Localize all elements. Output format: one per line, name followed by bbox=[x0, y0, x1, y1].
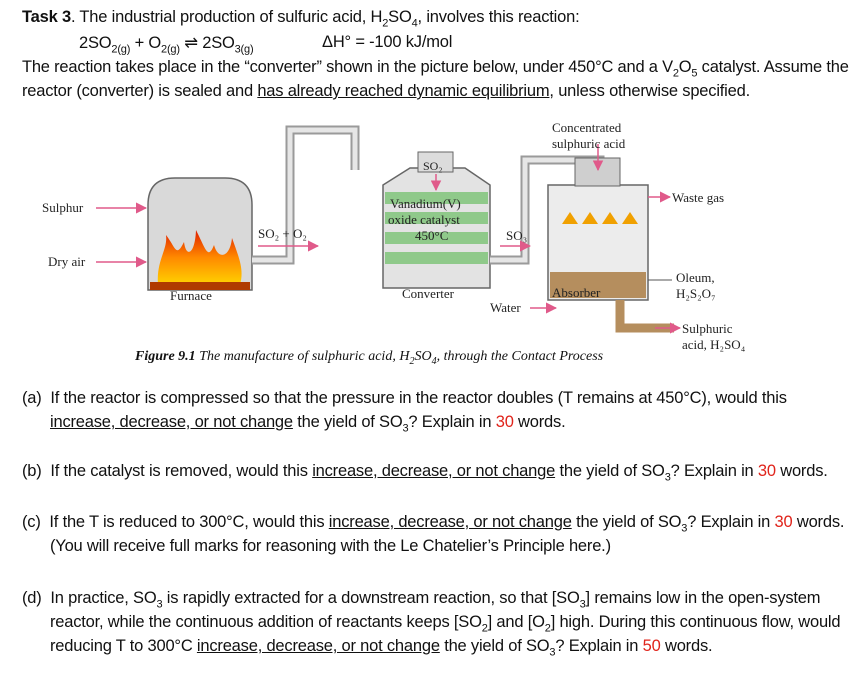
reaction-equation: 2SO2(g) + O2(g) ⇌ 2SO3(g) bbox=[79, 34, 254, 56]
so2-o2-label: SO₂ + O₂ bbox=[258, 226, 307, 241]
oleum-label-1: Oleum, bbox=[676, 270, 715, 285]
sulphuric-label-2: acid, H₂SO₄ bbox=[682, 337, 746, 352]
question-a: (a) If the reactor is compressed so that… bbox=[22, 389, 787, 407]
dry-air-label: Dry air bbox=[48, 254, 86, 269]
question-c: (c) If the T is reduced to 300°C, would … bbox=[22, 513, 845, 535]
flame-icon bbox=[157, 230, 242, 285]
furnace-label: Furnace bbox=[170, 288, 212, 303]
task-line-2: The reaction takes place in the “convert… bbox=[22, 58, 849, 80]
catalyst-line-3: 450°C bbox=[415, 228, 448, 243]
so3-label: SO₃ bbox=[506, 228, 527, 243]
concentrated-label-2: sulphuric acid bbox=[552, 136, 626, 151]
concentrated-label-1: Concentrated bbox=[552, 120, 622, 135]
figure-caption: Figure 9.1 The manufacture of sulphuric … bbox=[135, 349, 604, 367]
task-line-3: reactor (converter) is sealed and has al… bbox=[22, 82, 750, 100]
water-label: Water bbox=[490, 300, 521, 315]
enthalpy: ΔH° = -100 kJ/mol bbox=[322, 33, 453, 51]
question-c-line-2: (You will receive full marks for reasoni… bbox=[50, 537, 611, 555]
question-d: (d) In practice, SO3 is rapidly extracte… bbox=[22, 589, 821, 611]
contact-process-diagram: Sulphur Dry air SO₂ + O₂ SO₂ Vanadium(V)… bbox=[42, 120, 746, 352]
task-line-1: Task 3. The industrial production of sul… bbox=[22, 8, 580, 30]
question-d-line-2: reactor, while the continuous addition o… bbox=[50, 613, 841, 635]
question-d-line-3: reducing T to 300°C increase, decrease, … bbox=[50, 637, 713, 659]
converter-label: Converter bbox=[402, 286, 455, 301]
question-b: (b) If the catalyst is removed, would th… bbox=[22, 462, 828, 484]
question-a-line-2: increase, decrease, or not change the yi… bbox=[50, 413, 566, 435]
waste-gas-label: Waste gas bbox=[672, 190, 724, 205]
sulphur-label: Sulphur bbox=[42, 200, 84, 215]
catalyst-line-2: oxide catalyst bbox=[388, 212, 460, 227]
oleum-label-2: H₂S₂O₇ bbox=[676, 286, 716, 301]
sulphuric-label-1: Sulphuric bbox=[682, 321, 733, 336]
task-label: Task 3 bbox=[22, 8, 71, 26]
so2-top-label: SO₂ bbox=[423, 159, 443, 173]
catalyst-line-1: Vanadium(V) bbox=[390, 196, 461, 211]
absorber-label: Absorber bbox=[552, 285, 601, 300]
